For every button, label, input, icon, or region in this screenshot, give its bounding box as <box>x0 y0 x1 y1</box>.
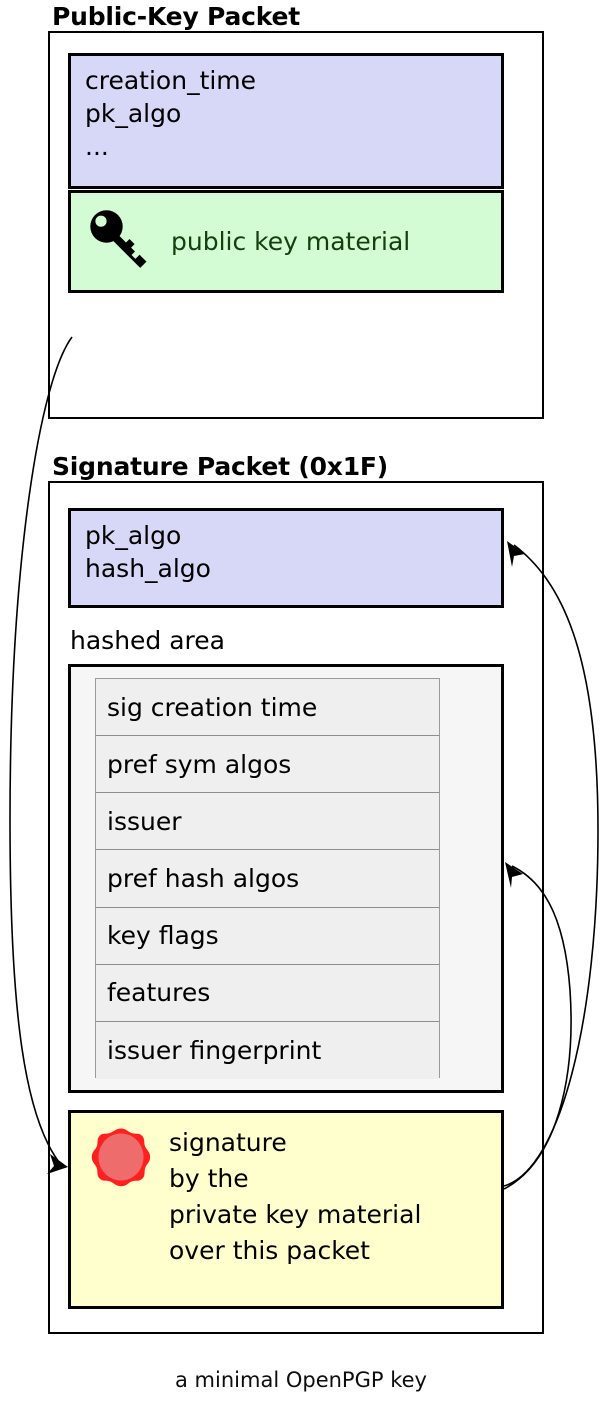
sig-line-1: signature <box>169 1128 287 1157</box>
subpacket-list: sig creation time pref sym algos issuer … <box>95 678 440 1079</box>
signature-value-lines: signature by the private key material ov… <box>169 1125 421 1269</box>
public-key-material-label: public key material <box>171 227 411 256</box>
subpacket-row: sig creation time <box>96 679 439 737</box>
subpacket-row: features <box>96 964 439 1022</box>
wax-seal-icon <box>85 1125 157 1201</box>
sig-line-3: private key material <box>169 1200 422 1229</box>
sig-algo-line-pk-algo: pk_algo <box>85 521 182 550</box>
subpacket-row: pref sym algos <box>96 736 439 794</box>
public-key-material-box: public key material <box>68 190 504 293</box>
pk-meta-line-pk-algo: pk_algo <box>85 99 182 128</box>
public-key-metadata-box: creation_time pk_algo ... <box>68 53 504 189</box>
subpacket-row: issuer fingerprint <box>96 1021 439 1079</box>
key-icon <box>85 204 157 280</box>
pk-meta-line-ellipsis: ... <box>85 132 109 161</box>
diagram-caption: a minimal OpenPGP key <box>175 1368 427 1392</box>
public-key-packet-title: Public-Key Packet <box>52 2 301 31</box>
sig-line-2: by the <box>169 1164 249 1193</box>
signature-packet-title: Signature Packet (0x1F) <box>52 452 389 481</box>
signature-algo-box: pk_algo hash_algo <box>68 508 504 608</box>
sig-line-4: over this packet <box>169 1236 370 1265</box>
signature-value-box: signature by the private key material ov… <box>68 1110 504 1309</box>
subpacket-row: pref hash algos <box>96 850 439 908</box>
hashed-area-label: hashed area <box>70 626 225 655</box>
pk-meta-line-creation-time: creation_time <box>85 66 257 95</box>
subpacket-row: issuer <box>96 793 439 851</box>
sig-algo-line-hash-algo: hash_algo <box>85 554 211 583</box>
subpacket-row: key flags <box>96 907 439 965</box>
